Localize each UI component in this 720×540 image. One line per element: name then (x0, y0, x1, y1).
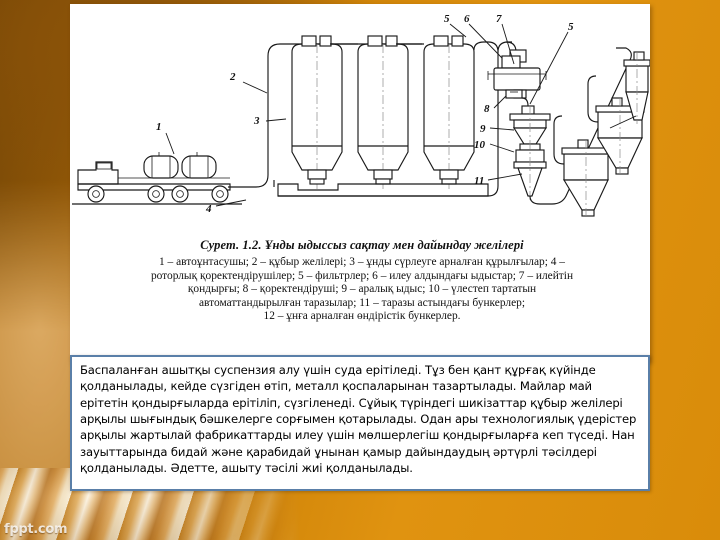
figure-caption: Сурет. 1.2. Ұнды ыдыссыз сақтау мен дайы… (200, 238, 524, 252)
truck-group (72, 152, 242, 205)
callout-number-5b: 5 (568, 21, 574, 33)
callout-number-10: 10 (474, 139, 486, 151)
cyclone-scale-stack (509, 105, 551, 200)
legend-line: қондырғы; 8 – қоректендіруші; 9 – аралық… (187, 283, 537, 296)
callout-number-7: 7 (496, 13, 502, 25)
legend-line: 12 – ұнға арналған өндірістік бункерлер. (263, 310, 461, 323)
callout-number-3: 3 (253, 115, 260, 127)
production-bunkers (553, 51, 650, 217)
tanker-vessels (143, 152, 217, 179)
callout-number-6: 6 (464, 13, 470, 25)
callout-number-2: 2 (229, 71, 236, 83)
callout-number-4: 4 (205, 203, 212, 215)
fppt-watermark: fppt.com (4, 522, 68, 537)
body-paragraph: Баспаланған ашытқы суспензия алу үшін су… (80, 363, 637, 476)
callout-number-8: 8 (484, 103, 490, 115)
callout-number-1: 1 (156, 121, 162, 133)
body-textbox: Баспаланған ашытқы суспензия алу үшін су… (70, 355, 650, 491)
dough-mixer-group (487, 55, 547, 112)
legend-line: 1 – автоұнтасушы; 2 – құбыр желілері; 3 … (159, 256, 565, 268)
flour-silos (277, 35, 489, 197)
callout-number-9: 9 (480, 123, 486, 135)
white-content-panel (70, 4, 650, 362)
flour-handling-line-diagram: 1 2 3 4 5 6 7 5 8 9 10 11 (70, 4, 650, 236)
callout-number-11: 11 (474, 175, 484, 187)
callout-number-5a: 5 (444, 13, 450, 25)
legend-line: роторлық қоректендірушілер; 5 – фильтрле… (150, 269, 574, 282)
legend-line: автоматтандырылған таразылар; 11 – тараз… (198, 296, 526, 309)
figure-legend: 1 – автоұнтасушы; 2 – құбыр желілері; 3 … (86, 256, 638, 324)
callout-numbers: 1 2 3 4 5 6 7 5 8 9 10 11 (156, 13, 574, 215)
callout-leaders (165, 23, 637, 207)
